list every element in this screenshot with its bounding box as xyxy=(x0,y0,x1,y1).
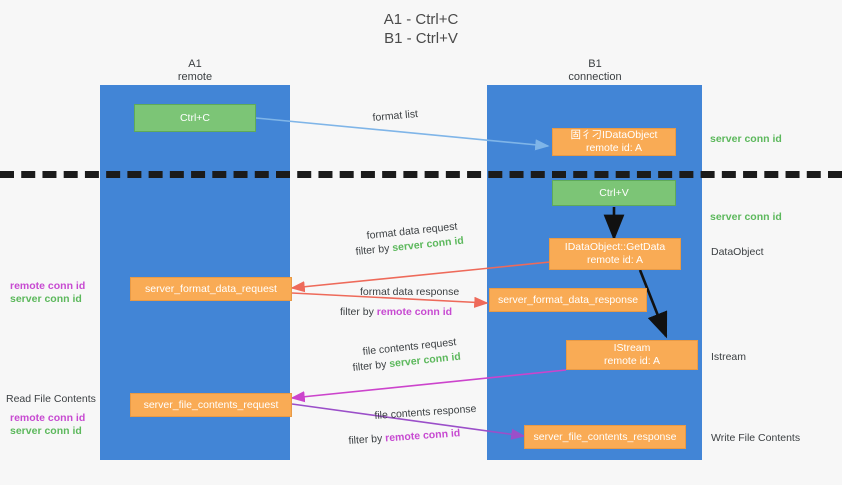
edge-label-format-list: format list xyxy=(372,108,419,124)
filter-prefix: filter by xyxy=(348,432,386,447)
edge-label-format-data-response-filter: filter by remote conn id xyxy=(340,305,452,319)
annotation-left-server-conn-id-1: server conn id xyxy=(10,293,82,305)
node-istream[interactable]: IStream remote id: A xyxy=(566,340,698,370)
node-ctrl-c[interactable]: Ctrl+C xyxy=(134,104,256,132)
filter-key-remote-conn-id: remote conn id xyxy=(376,306,453,318)
edge-label-file-contents-response: file contents response xyxy=(374,402,477,422)
annotation-right-server-conn-id-1: server conn id xyxy=(710,133,782,145)
phase-divider xyxy=(0,171,842,178)
annotation-right-server-conn-id-2: server conn id xyxy=(710,211,782,223)
filter-prefix: filter by xyxy=(340,306,377,318)
lane-header-b1: B1 connection xyxy=(568,58,622,83)
node-server-file-contents-response[interactable]: server_file_contents_response xyxy=(524,425,686,449)
node-idataobject[interactable]: 固彳刁IDataObject remote id: A xyxy=(552,128,676,156)
annotation-left-read-file-contents: Read File Contents xyxy=(6,393,96,405)
node-server-format-data-request[interactable]: server_format_data_request xyxy=(130,277,292,301)
annotation-right-write-file-contents: Write File Contents xyxy=(711,432,801,444)
filter-prefix: filter by xyxy=(355,242,393,258)
page-title: A1 - Ctrl+C B1 - Ctrl+V xyxy=(383,11,459,47)
node-idataobject-getdata[interactable]: IDataObject::GetData remote id: A xyxy=(549,238,681,270)
edge-label-file-contents-response-filter: filter by remote conn id xyxy=(348,426,461,448)
annotation-right-dataobject: DataObject xyxy=(711,246,764,258)
node-server-format-data-response[interactable]: server_format_data_response xyxy=(489,288,647,312)
node-ctrl-v[interactable]: Ctrl+V xyxy=(552,180,676,206)
lane-header-a1: A1 remote xyxy=(177,58,213,83)
annotation-left-remote-conn-id-1: remote conn id xyxy=(10,280,86,292)
edge-label-format-data-response: format data response xyxy=(360,286,460,298)
node-server-file-contents-request[interactable]: server_file_contents_request xyxy=(130,393,292,417)
filter-prefix: filter by xyxy=(352,358,390,374)
annotation-right-istream: Istream xyxy=(711,351,747,363)
filter-key-remote-conn-id: remote conn id xyxy=(384,427,461,445)
annotation-left-server-conn-id-2: server conn id xyxy=(10,425,82,437)
annotation-left-remote-conn-id-2: remote conn id xyxy=(10,412,86,424)
